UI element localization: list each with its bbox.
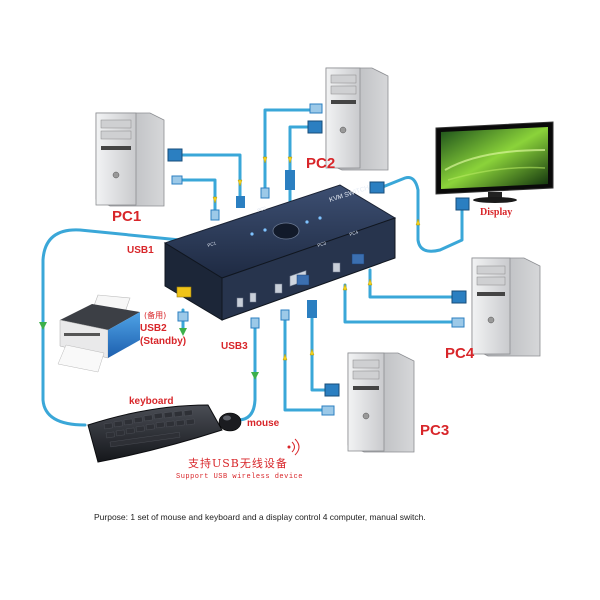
usb-connector-icon (250, 317, 260, 329)
cable-pc4-usb (343, 283, 464, 324)
wireless-signal-icon (287, 438, 300, 456)
display-label: Display (480, 207, 513, 218)
usb-connector-icon (280, 309, 290, 321)
cable-keyboard (41, 323, 87, 427)
usb-connector-icon (210, 209, 220, 221)
cable-display (378, 176, 464, 253)
connectors (167, 103, 470, 416)
mouse-icon (218, 412, 242, 432)
arrows (39, 156, 421, 380)
arrow-yellow-icon (415, 218, 421, 226)
vga-connector-icon (455, 197, 470, 211)
vga-connector-icon (307, 300, 317, 318)
pc2-tower-icon (325, 67, 389, 171)
keyboard-icon (87, 404, 223, 463)
usb-connector-icon (177, 311, 189, 322)
display-monitor-icon (435, 121, 554, 203)
cable-pc1-vga (178, 153, 242, 207)
cable-pc1-usb (178, 178, 217, 217)
usb2-label: USB2 (140, 323, 167, 334)
pc3-tower-icon (347, 352, 415, 453)
printer-icon (57, 294, 140, 373)
pc4-tower-icon (471, 257, 541, 357)
mouse-label: mouse (247, 418, 280, 429)
arrow-green-icon (39, 322, 47, 330)
standby-label: (Standby) (140, 336, 187, 347)
vga-connector-icon (324, 383, 340, 397)
keyboard-label: keyboard (129, 396, 174, 407)
usb-connector-icon (451, 317, 465, 328)
purpose-caption: Purpose: 1 set of mouse and keyboard and… (94, 512, 426, 522)
vga-connector-icon (369, 181, 385, 194)
kvm-port-pc2-text: PC2 (257, 205, 267, 213)
arrow-green-icon (179, 328, 187, 336)
cable-pc4-vga (368, 268, 464, 299)
cable-usb3-mouse (236, 323, 257, 422)
vga-connector-icon (167, 148, 183, 162)
usb-connector-icon (309, 103, 323, 114)
kvm-port-pc3-text: PC3 (317, 240, 327, 248)
vga-connector-icon (307, 120, 323, 134)
wireless-en-label: Support USB wireless device (176, 473, 303, 481)
kvm-switch-device: KVM SWITCH PC1 PC2 PC3 PC4 (163, 184, 397, 321)
kvm-port-pc1-text: PC1 (207, 240, 217, 248)
vga-connector-icon (451, 290, 467, 304)
pc2-label: PC2 (306, 155, 336, 172)
vga-connector-icon (285, 170, 295, 190)
arrow-yellow-icon (342, 283, 348, 291)
arrow-yellow-icon (309, 348, 315, 356)
vga-connector-icon (236, 196, 245, 208)
kvm-port-pc4-text: PC4 (349, 229, 359, 237)
pc1-tower-icon (95, 112, 165, 207)
pc1-label: PC1 (112, 208, 142, 225)
arrow-yellow-icon (287, 156, 293, 164)
arrow-yellow-icon (212, 196, 218, 204)
arrow-yellow-icon (262, 156, 268, 164)
usb-connector-icon (321, 405, 335, 416)
cable-pc3-usb (283, 313, 332, 412)
arrow-green-icon (251, 372, 259, 380)
arrow-yellow-icon (237, 179, 243, 187)
arrow-yellow-icon (282, 353, 288, 361)
pc3-label: PC3 (420, 422, 450, 439)
usb1-label: USB1 (127, 245, 154, 256)
pc4-label: PC4 (445, 345, 475, 362)
arrow-yellow-icon (367, 278, 373, 286)
usb-connector-icon (171, 175, 183, 185)
usb-connector-icon (260, 187, 270, 199)
usb2-cn-label: (备用) (144, 311, 167, 320)
usb3-label: USB3 (221, 341, 248, 352)
cable-pc2-usb (263, 108, 320, 197)
wireless-cn-label: 支持USB无线设备 (188, 457, 288, 470)
cable-usb1-printer (41, 228, 182, 327)
